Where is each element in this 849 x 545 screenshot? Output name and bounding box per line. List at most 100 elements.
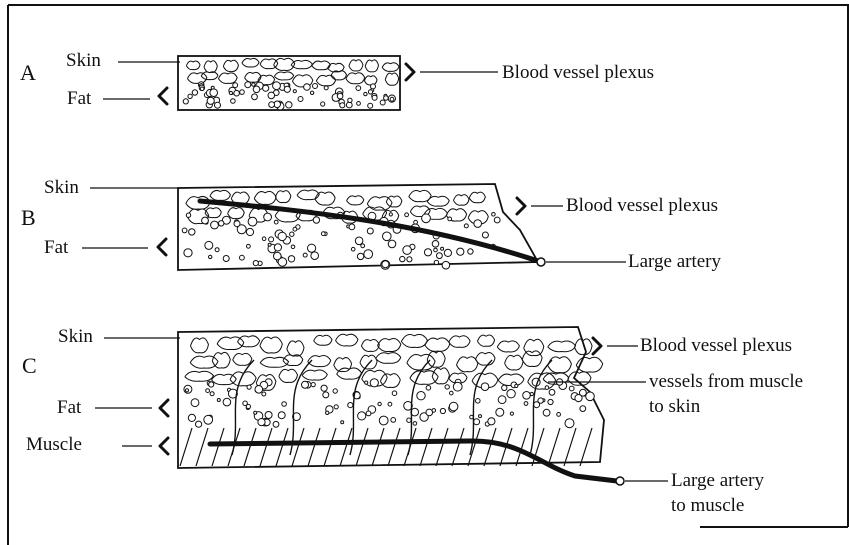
fat-globule [245,82,251,88]
fat-globule [405,213,409,217]
fat-globule [313,217,319,223]
fat-globule [253,86,260,93]
fat-globule [434,248,438,252]
fat-globule [223,256,229,262]
fat-globule [424,249,431,256]
panel-b-plexus-bracket [517,198,525,214]
fat-globule [417,392,425,400]
fat-globule [229,91,232,94]
fat-globule [351,247,355,251]
fat-globule [392,391,397,396]
fat-globule [248,217,257,226]
fat-globule [388,240,396,248]
fat-globule [321,232,325,236]
fat-globule [231,99,236,104]
fat-globule [234,90,240,96]
fat-globule [254,411,257,414]
fat-globule [313,84,318,89]
fat-globule [450,391,454,395]
fat-globule [391,418,396,423]
fat-globule [494,217,500,223]
fat-globule [206,389,210,393]
fat-globule [269,102,275,108]
fat-globule [407,257,412,262]
panel-b-letter: B [21,205,36,230]
fat-globule [357,253,363,259]
fat-globule [481,383,489,391]
fat-globule [368,90,372,94]
fat-globule [293,90,296,93]
fat-globule [269,237,274,242]
fat-globule [348,403,353,408]
fat-globule [413,422,417,426]
fat-globule [502,385,507,390]
fat-globule [303,253,307,257]
panel-a-letter: A [20,60,36,85]
panel-c-letter: C [22,353,37,378]
fat-globule [333,389,337,393]
panel-b: Skin B Fat Blood vessel plexus Large art… [21,177,722,272]
fat-globule [390,97,394,101]
fat-globule [372,95,377,100]
fat-globule [441,247,444,250]
fat-globule [389,213,392,216]
fat-globule [209,255,212,258]
fat-globule [184,249,192,257]
fat-globule [453,382,462,391]
fat-globule [364,92,367,95]
fat-globule [492,213,496,217]
fat-globule [444,249,451,256]
fat-globule [474,419,480,425]
fat-globule [565,419,574,428]
fat-globule [252,94,258,100]
fat-globule [243,401,248,406]
panel-c-artery-label-line2: to muscle [671,495,744,516]
fat-globule [357,102,361,106]
fat-globule [442,261,450,269]
fat-globule [215,248,219,252]
fat-globule [474,220,482,228]
fat-globule [356,86,361,91]
panel-a-fat-bracket [159,88,167,104]
fat-globule [448,217,452,221]
fat-globule [274,220,278,224]
fat-globule [234,221,240,227]
fat-globule [282,402,287,407]
fat-globule [324,86,328,90]
fat-globule [274,244,281,251]
fat-globule [543,409,550,416]
fat-globule [264,213,272,221]
fat-globule [371,84,376,89]
panel-c-muscle-label: Muscle [26,434,82,455]
fat-globule [302,381,309,388]
fat-globule [507,390,515,398]
fat-globule [321,385,327,391]
fat-globule [192,90,197,95]
fat-globule [311,383,315,387]
fat-globule [340,103,345,108]
fat-globule [400,256,405,261]
panel-c-artery-end [616,477,624,485]
fat-globule [188,94,192,98]
fat-globule [217,399,220,402]
fat-globule [557,413,561,417]
fat-globule [378,402,381,405]
fat-globule [188,414,195,421]
fat-globule [569,386,574,391]
fat-globule [346,102,352,108]
fat-globule [240,255,245,260]
fat-globule [186,213,190,217]
fat-globule [211,221,219,229]
fat-globule [298,97,303,102]
fat-globule [290,232,294,236]
fat-globule [380,100,385,105]
fat-globule [488,418,495,425]
fat-globule [293,227,297,231]
panel-c-vessels-label-line1: vessels from muscle [649,371,803,392]
fat-globule [252,83,255,86]
panel-c-skin-label: Skin [58,326,93,347]
fat-globule [182,228,187,233]
fat-globule [407,418,411,422]
panel-c-fat-bracket [160,400,168,416]
fat-globule [311,252,319,260]
